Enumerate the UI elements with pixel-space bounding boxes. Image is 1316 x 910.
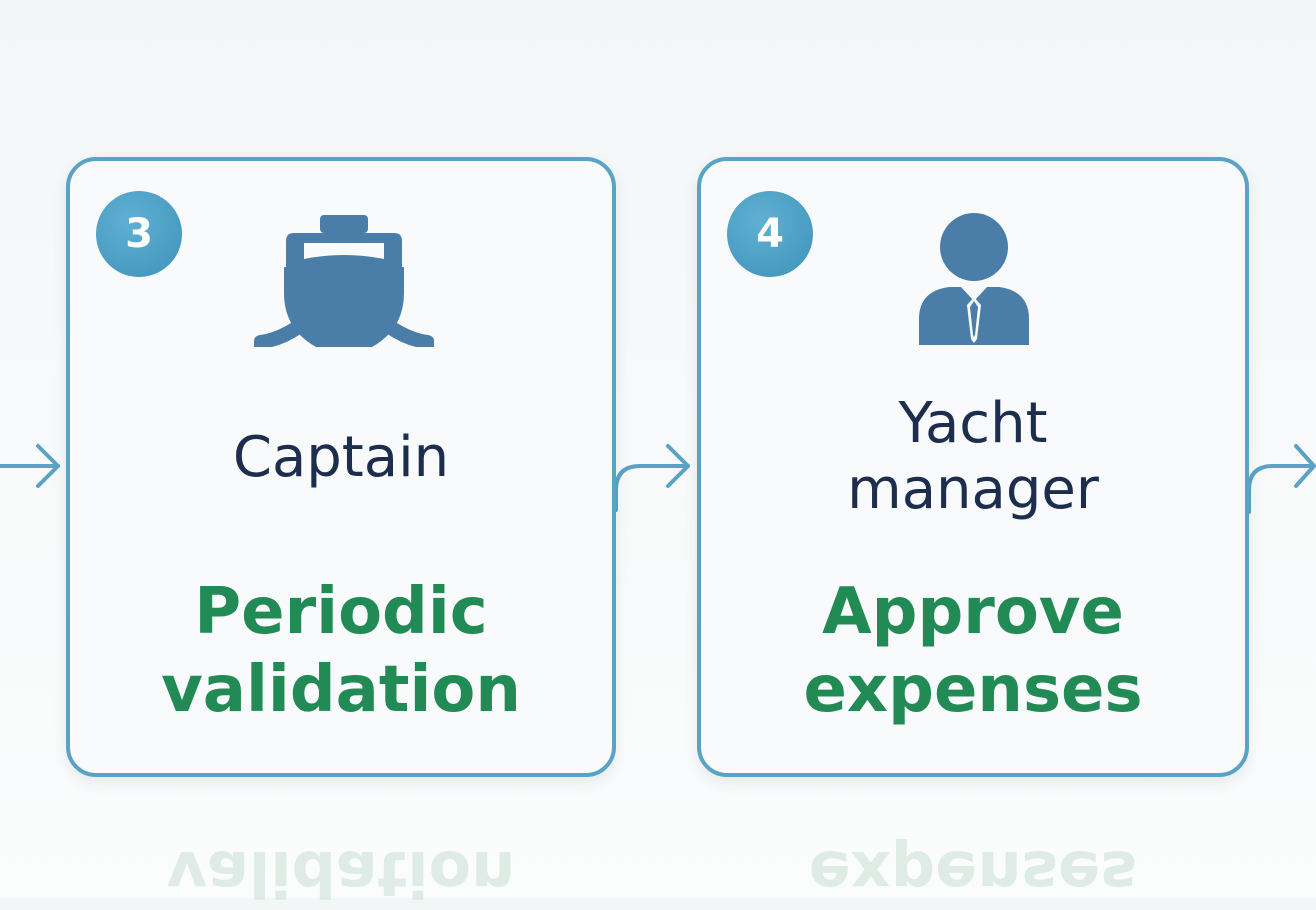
step-action: Approve expenses	[701, 573, 1245, 729]
step-action-line-1: Approve	[822, 575, 1124, 649]
manager-person-icon	[919, 213, 1029, 345]
step-action-line-1: Periodic	[194, 575, 488, 649]
step-card-4: 4 Yacht manager Approve expenses	[697, 157, 1249, 777]
connector-3-to-4-arrowhead	[666, 444, 690, 488]
step-action: Periodic validation	[70, 573, 612, 729]
step-card-3: 3 Captain Periodic validation	[66, 157, 616, 777]
ship-icon	[254, 215, 434, 347]
step-action-line-2: expenses	[803, 653, 1143, 727]
step-role-line-1: Yacht	[898, 391, 1048, 456]
connector-3-to-4	[614, 464, 690, 512]
step-role-line-2: manager	[847, 457, 1099, 522]
outgoing-arrowhead	[1294, 444, 1316, 488]
step-number-badge: 3	[96, 191, 182, 277]
step-role: Yacht manager	[701, 391, 1245, 523]
outgoing-connector	[1247, 464, 1314, 514]
step-action-line-2: validation	[161, 653, 521, 727]
step-number-badge: 4	[727, 191, 813, 277]
incoming-arrowhead	[36, 444, 60, 488]
step-role: Captain	[232, 425, 450, 490]
